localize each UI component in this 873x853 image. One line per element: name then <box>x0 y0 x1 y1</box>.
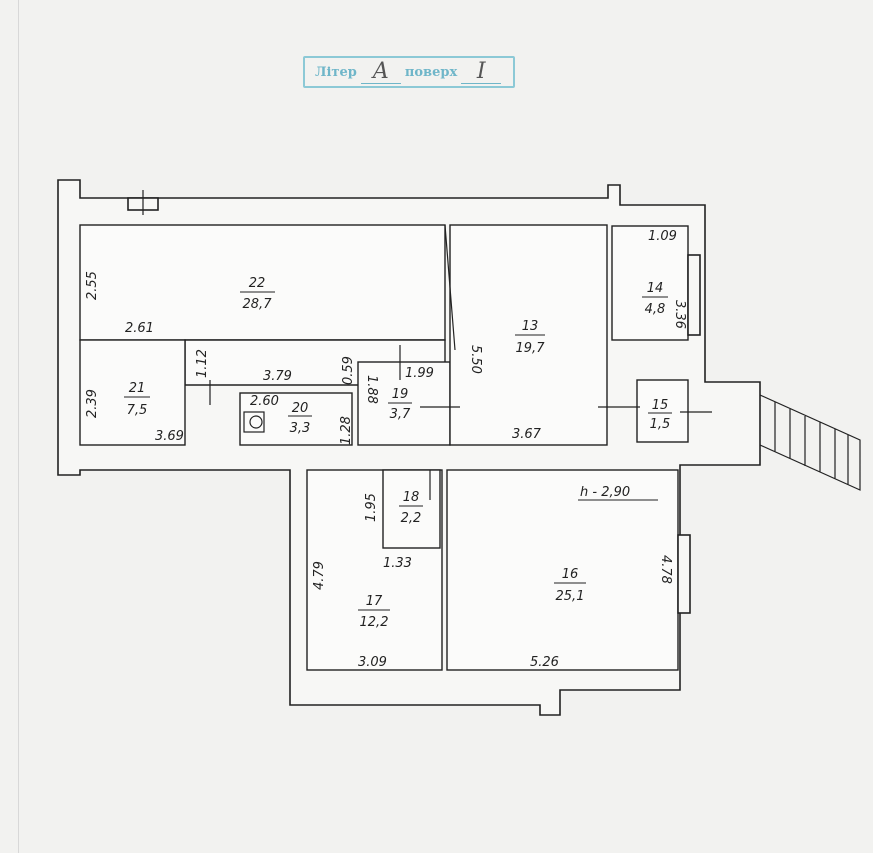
ceiling-height-note: h - 2,90 <box>580 485 630 500</box>
room-number: 21 <box>129 381 146 396</box>
dimension: 1.12 <box>195 349 210 378</box>
dimension: 1.28 <box>339 416 354 445</box>
room-21 <box>79 339 186 446</box>
dimension: 3.36 <box>672 300 687 329</box>
room-labels: 22 28,7 13 19,7 14 4,8 21 7,5 20 3,3 19 … <box>124 276 672 630</box>
liter-value: А <box>360 60 401 84</box>
room-number: 15 <box>652 398 669 413</box>
room-area: 25,1 <box>556 589 585 604</box>
room-area: 2,2 <box>401 511 422 526</box>
dimension: 1.88 <box>364 375 379 404</box>
room-number: 17 <box>366 594 383 609</box>
dimension: 1.09 <box>648 229 677 244</box>
dimension-labels: 2.55 2.61 1.12 3.79 0.59 5.50 1.09 3.36 … <box>85 229 687 670</box>
room-number: 22 <box>249 276 266 291</box>
room-area: 3,3 <box>290 421 311 436</box>
room-area: 19,7 <box>516 341 546 356</box>
liter-floor-stamp: Літер А поверх I <box>303 56 515 88</box>
room-number: 13 <box>522 319 539 334</box>
dimension: 2.39 <box>85 389 100 418</box>
liter-label: Літер <box>315 64 357 80</box>
floor-label: поверх <box>404 64 458 80</box>
dimension: 1.99 <box>405 366 434 381</box>
dimension: 5.26 <box>530 655 559 670</box>
dimension: 3.69 <box>155 429 184 444</box>
room-area: 3,7 <box>390 407 411 422</box>
dimension: 2.60 <box>250 394 279 409</box>
room-20 <box>239 392 353 446</box>
room-22 <box>79 224 446 341</box>
dimension: 5.50 <box>468 345 483 374</box>
walls <box>57 179 861 716</box>
room-number: 18 <box>403 490 420 505</box>
room-area: 1,5 <box>650 417 671 432</box>
dimension: 2.55 <box>85 271 100 300</box>
room-area: 28,7 <box>243 297 273 312</box>
dimension: 2.61 <box>125 321 154 336</box>
floor-value: I <box>461 60 502 84</box>
room-number: 16 <box>562 567 579 582</box>
room-number: 14 <box>647 281 664 296</box>
dimension: 3.67 <box>512 427 542 442</box>
room-area: 12,2 <box>360 615 389 630</box>
room-16 <box>446 469 679 671</box>
room-18 <box>382 469 441 549</box>
room-number: 19 <box>392 387 409 402</box>
dimension: 3.09 <box>358 655 387 670</box>
paper-edge <box>18 0 19 853</box>
dimension: 1.95 <box>364 493 379 522</box>
room-area: 7,5 <box>127 403 148 418</box>
entrance-stairs <box>759 394 861 491</box>
room-number: 20 <box>292 401 309 416</box>
dimension: 3.79 <box>263 369 292 384</box>
dimension: 0.59 <box>341 356 356 385</box>
room-area: 4,8 <box>645 302 666 317</box>
dimension: 4.78 <box>658 555 673 584</box>
dimension: 1.33 <box>383 556 412 571</box>
room-14 <box>611 225 689 341</box>
dimension: 4.79 <box>312 561 327 590</box>
room-15 <box>636 379 689 443</box>
toilet-icon <box>243 411 265 433</box>
